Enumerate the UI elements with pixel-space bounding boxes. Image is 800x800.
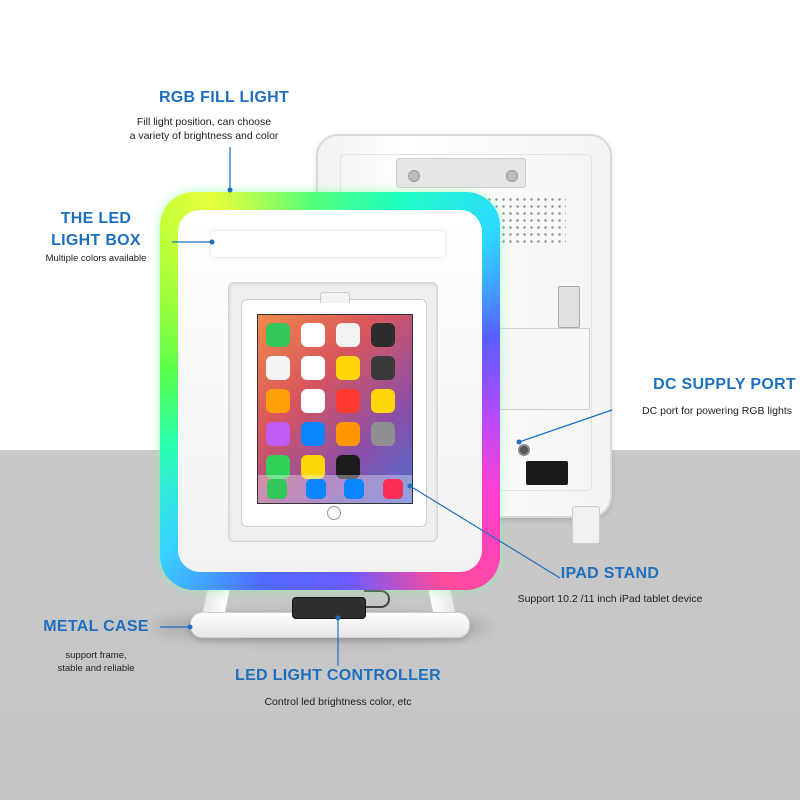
- rgb-light-ring: [160, 192, 500, 590]
- app-icon: [266, 455, 290, 479]
- dock-app-icon: [305, 479, 326, 499]
- ipad-stand-desc: Support 10.2 /11 inch iPad tablet device: [517, 593, 703, 605]
- app-icon: [336, 422, 360, 446]
- rgb-fill-light-desc-line1: Fill light position, can choose: [136, 116, 272, 128]
- dc-supply-port-title: DC SUPPLY PORT: [653, 376, 796, 393]
- rear-hinge: [558, 286, 580, 328]
- rear-access-panel: [498, 328, 590, 410]
- dock-app-icon: [382, 479, 403, 499]
- led-light-box-title-line2: LIGHT BOX: [51, 232, 141, 249]
- led-light-strip: [210, 230, 446, 258]
- app-icon: [301, 422, 325, 446]
- dock-app-icon: [344, 479, 365, 499]
- screw-icon: [506, 170, 518, 182]
- app-icon: [301, 356, 325, 380]
- led-light-box-desc: Multiple colors available: [45, 253, 147, 264]
- rear-foot: [572, 506, 600, 544]
- app-icon: [266, 422, 290, 446]
- app-icon: [371, 356, 395, 380]
- led-light-box-title-line1: THE LED: [60, 210, 132, 227]
- app-icon: [301, 389, 325, 413]
- app-icon-grid: [266, 323, 406, 479]
- dock-app-icon: [267, 479, 288, 499]
- app-icon: [336, 356, 360, 380]
- controller-cable: [364, 590, 390, 608]
- app-icon: [336, 455, 360, 479]
- app-icon: [336, 323, 360, 347]
- ipad-camera-notch: [320, 292, 350, 303]
- ipad-screen: [257, 314, 413, 504]
- led-light-box-title: THE LED LIGHT BOX: [36, 208, 156, 252]
- power-switch: [526, 461, 568, 485]
- ipad-stand-frame: [228, 282, 438, 542]
- app-icon: [371, 422, 395, 446]
- metal-case-desc: support frame, stable and reliable: [32, 649, 160, 675]
- screw-icon: [408, 170, 420, 182]
- ipad-dock: [258, 475, 412, 503]
- app-icon: [371, 389, 395, 413]
- app-icon: [301, 455, 325, 479]
- app-icon: [266, 323, 290, 347]
- front-face: [178, 210, 482, 572]
- app-icon: [336, 389, 360, 413]
- home-button: [327, 506, 341, 520]
- ipad-stand-title: IPAD STAND: [560, 565, 660, 582]
- app-icon: [371, 323, 395, 347]
- ipad-device: [241, 292, 427, 527]
- app-icon: [266, 356, 290, 380]
- metal-case-title: METAL CASE: [43, 618, 149, 635]
- led-controller: [292, 597, 366, 619]
- app-icon: [301, 323, 325, 347]
- app-icon: [266, 389, 290, 413]
- led-light-controller-desc: Control led brightness color, etc: [264, 696, 412, 708]
- rgb-fill-light-desc-line2: a variety of brightness and color: [129, 130, 279, 142]
- metal-case-desc-line1: support frame,: [65, 650, 127, 661]
- rgb-fill-light-title: RGB FILL LIGHT: [158, 89, 290, 106]
- led-light-controller-title: LED LIGHT CONTROLLER: [235, 667, 441, 684]
- metal-case-desc-line2: stable and reliable: [57, 663, 135, 674]
- dc-port: [518, 444, 530, 456]
- dc-supply-port-desc: DC port for powering RGB lights: [642, 405, 792, 417]
- rgb-fill-light-desc: Fill light position, can choose a variet…: [100, 115, 308, 143]
